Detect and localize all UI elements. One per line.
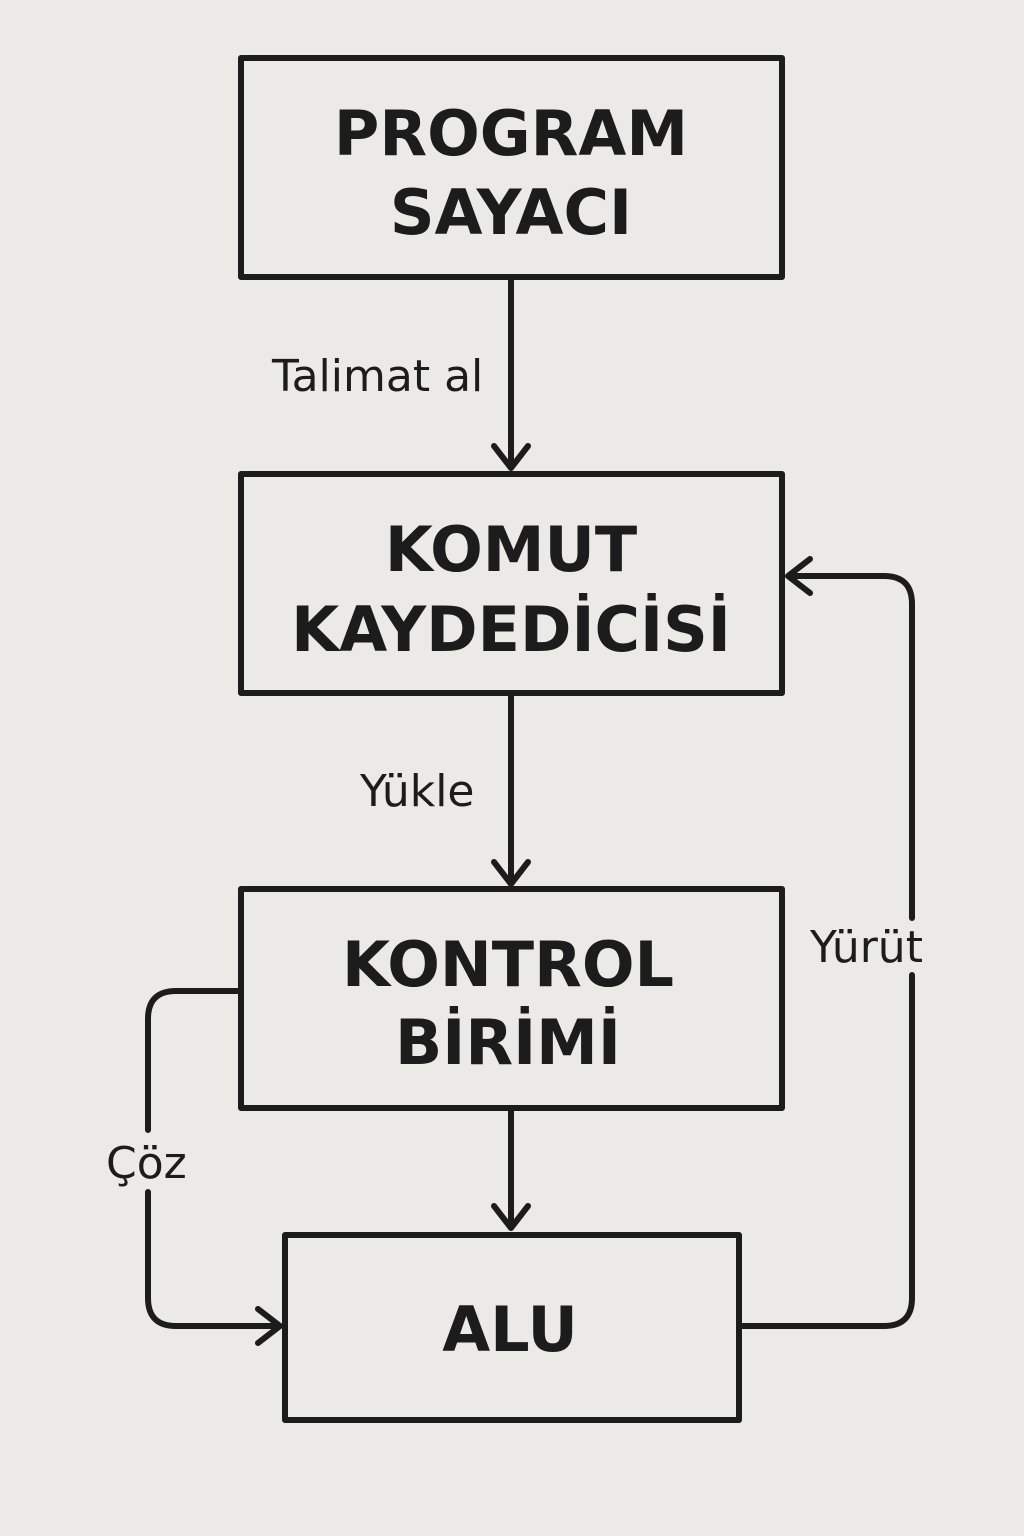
instruction-register-box: KOMUT KAYDEDİCİSİ [238,471,785,696]
execute-arrow [739,556,915,1329]
program-counter-box: PROGRAM SAYACI [238,55,785,280]
load-arrow [491,693,531,887]
program-counter-label-line2: SAYACI [390,176,632,249]
alu-box: ALU [282,1232,742,1423]
fetch-edge-label: Talimat al [271,351,483,402]
load-edge-label: Yükle [359,766,475,817]
control-unit-label-line1: KONTROL [342,928,674,1001]
control-unit-box: KONTROL BİRİMİ [238,886,785,1111]
decode-arrow [145,988,283,1346]
control-to-alu-arrow [491,1108,531,1231]
instruction-register-label-line2: KAYDEDİCİSİ [291,593,731,666]
alu-label: ALU [442,1293,578,1366]
control-unit-label-line2: BİRİMİ [395,1006,621,1079]
decode-edge-label: Çöz [106,1138,187,1189]
instruction-register-label-line1: KOMUT [385,513,637,586]
fetch-arrow [491,277,531,471]
program-counter-label-line1: PROGRAM [334,97,688,170]
execute-edge-label: Yürüt [809,922,923,973]
